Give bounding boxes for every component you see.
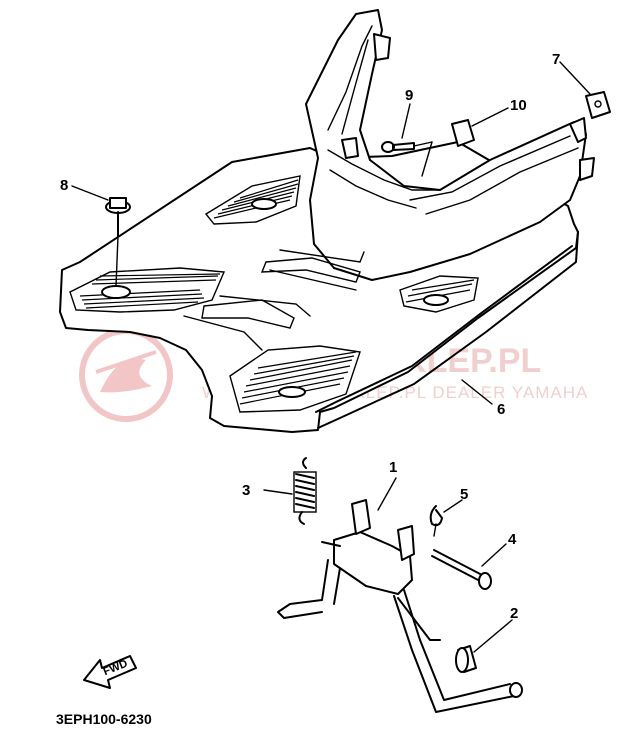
clip-nut-7: [559, 61, 611, 119]
callout-1: 1: [389, 459, 397, 476]
part-code: 3EPH100-6230: [56, 711, 152, 727]
callout-8: 8: [60, 177, 68, 194]
leader-6: [461, 379, 493, 405]
callout-4: 4: [508, 531, 517, 548]
screw-9: [381, 103, 433, 177]
watermark-logo-icon: [79, 328, 173, 422]
footrest-board: [59, 9, 595, 433]
callout-7: 7: [552, 51, 560, 68]
center-slots: [183, 249, 365, 351]
callout-6: 6: [497, 401, 505, 418]
clip-nut-10: [451, 107, 509, 147]
center-stand-1: [277, 477, 523, 713]
front-rib-pad: [229, 345, 361, 413]
clip-5: [429, 499, 463, 537]
spring-3: [263, 457, 317, 525]
callout-2: 2: [510, 605, 518, 622]
bushing-2: [455, 619, 513, 673]
callout-9: 9: [405, 87, 413, 104]
bolt-8: [71, 185, 131, 287]
callout-3: 3: [242, 482, 250, 499]
right-rib-pad: [399, 275, 479, 313]
callout-5: 5: [460, 486, 468, 503]
shaft-4: [431, 543, 507, 590]
fwd-arrow-icon: FWD: [83, 655, 137, 689]
callouts: 1 2 3 4 5 6 7 8 9 10: [60, 51, 560, 622]
callout-10: 10: [510, 97, 527, 114]
upper-rib-pad: [204, 175, 301, 225]
